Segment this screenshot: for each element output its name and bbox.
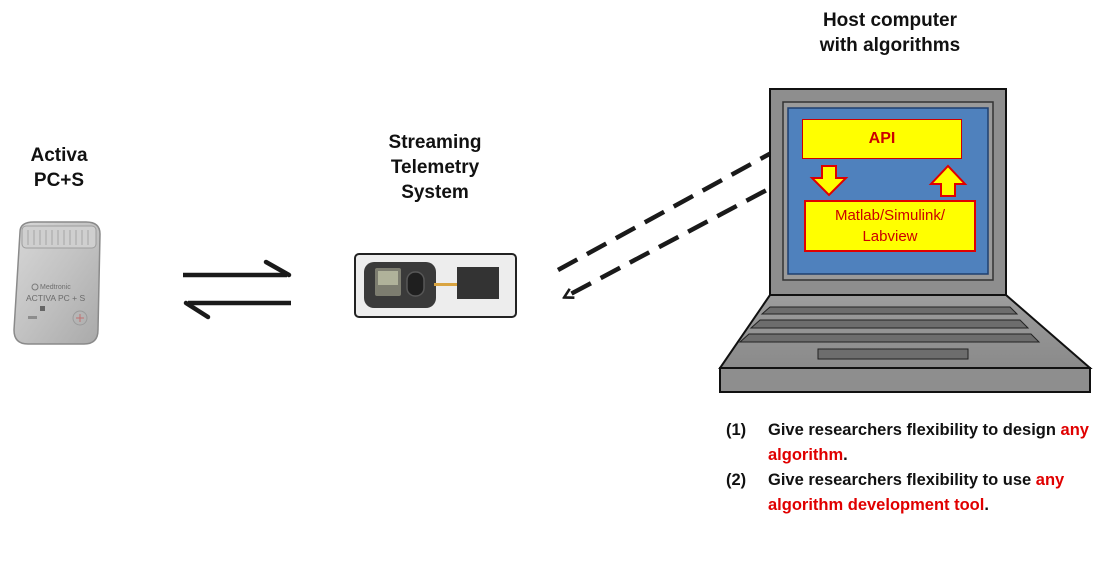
tool-line: Matlab/Simulink/ xyxy=(834,207,946,224)
benefit-text: Give researchers flexibility to design a… xyxy=(768,418,1116,468)
telemetry-system-icon xyxy=(354,253,517,318)
tool-line: Labview xyxy=(862,228,918,245)
down-arrow-icon xyxy=(809,165,849,197)
benefit-text-plain: Give researchers flexibility to use xyxy=(768,471,1036,489)
benefit-number: (2) xyxy=(726,471,747,489)
benefit-item: (2) Give researchers flexibility to use … xyxy=(726,468,1116,518)
host-computer-label: Host computer with algorithms xyxy=(770,8,1010,58)
bidirectional-link-arrows xyxy=(183,259,292,320)
streaming-label-line: System xyxy=(401,182,469,203)
host-label-line: Host computer xyxy=(822,10,958,31)
benefit-text-highlight: any algorithm development tool xyxy=(768,471,1065,514)
api-label: API xyxy=(868,130,896,147)
benefit-text-plain: Give researchers flexibility to design xyxy=(768,421,1061,439)
activa-implant-icon: Medtronic ACTIVA PC + S xyxy=(13,221,101,345)
api-box: API xyxy=(802,119,962,159)
benefit-text-highlight: any algorithm xyxy=(768,421,1089,464)
implant-brand-text: Medtronic xyxy=(40,284,71,291)
benefit-number: (1) xyxy=(726,421,747,439)
activa-label-line: Activa xyxy=(30,145,88,166)
benefit-text-end: . xyxy=(984,496,989,514)
benefit-text: Give researchers flexibility to use any … xyxy=(768,468,1116,518)
host-label-line: with algorithms xyxy=(819,35,961,56)
streaming-label-line: Streaming xyxy=(388,132,482,153)
benefit-item: (1) Give researchers flexibility to desi… xyxy=(726,418,1116,468)
implant-model-text: ACTIVA PC + S xyxy=(26,293,85,303)
up-arrow-icon xyxy=(928,164,968,197)
streaming-label-line: Telemetry xyxy=(390,157,480,178)
streaming-label: Streaming Telemetry System xyxy=(355,130,515,205)
benefit-text-end: . xyxy=(843,446,848,464)
activa-label: Activa PC+S xyxy=(14,143,104,193)
wireless-link-arrows xyxy=(556,144,797,299)
algorithm-tools-box: Matlab/Simulink/ Labview xyxy=(804,200,976,252)
activa-label-line: PC+S xyxy=(33,170,85,191)
benefits-list: (1) Give researchers flexibility to desi… xyxy=(726,418,1116,518)
